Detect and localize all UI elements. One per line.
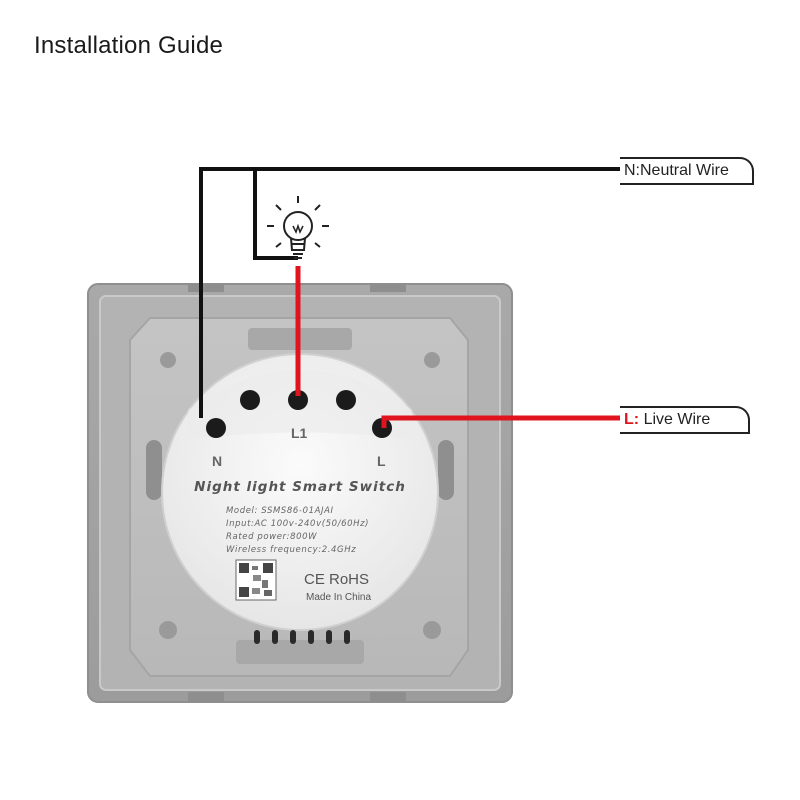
terminal-hole xyxy=(288,390,308,410)
module-power: Rated power:800W xyxy=(226,532,317,542)
live-wire xyxy=(381,415,620,428)
module-model: Model: SSMS86-01AJAI xyxy=(226,506,334,516)
terminal-hole xyxy=(240,390,260,410)
module-name: Night light Smart Switch xyxy=(194,479,406,495)
light-bulb-icon xyxy=(267,196,329,259)
module-wireless: Wireless frequency:2.4GHz xyxy=(226,545,356,555)
module-input: Input:AC 100v-240v(50/60Hz) xyxy=(226,519,369,529)
origin-text: Made In China xyxy=(306,592,371,603)
terminal-hole-n xyxy=(206,418,226,438)
certification-mark: CE RoHS xyxy=(304,571,369,588)
neutral-wire xyxy=(199,167,620,418)
neutral-wire-label-text: N:Neutral Wire xyxy=(624,162,729,179)
neutral-wire-label: N:Neutral Wire xyxy=(620,157,754,185)
page-title: Installation Guide xyxy=(34,32,224,59)
terminal-label-l1: L1 xyxy=(291,425,308,441)
terminal-hole xyxy=(336,390,356,410)
live-wire-label: L: Live Wire xyxy=(620,406,750,434)
vent-slots xyxy=(254,630,350,644)
qr-code xyxy=(235,559,277,601)
live-wire-label-text: Live Wire xyxy=(643,411,711,428)
live-wire-mark: L: xyxy=(624,411,640,428)
lamp-neutral-wire xyxy=(253,169,298,260)
terminal-label-n: N xyxy=(212,453,222,469)
terminal-label-l: L xyxy=(377,453,386,469)
